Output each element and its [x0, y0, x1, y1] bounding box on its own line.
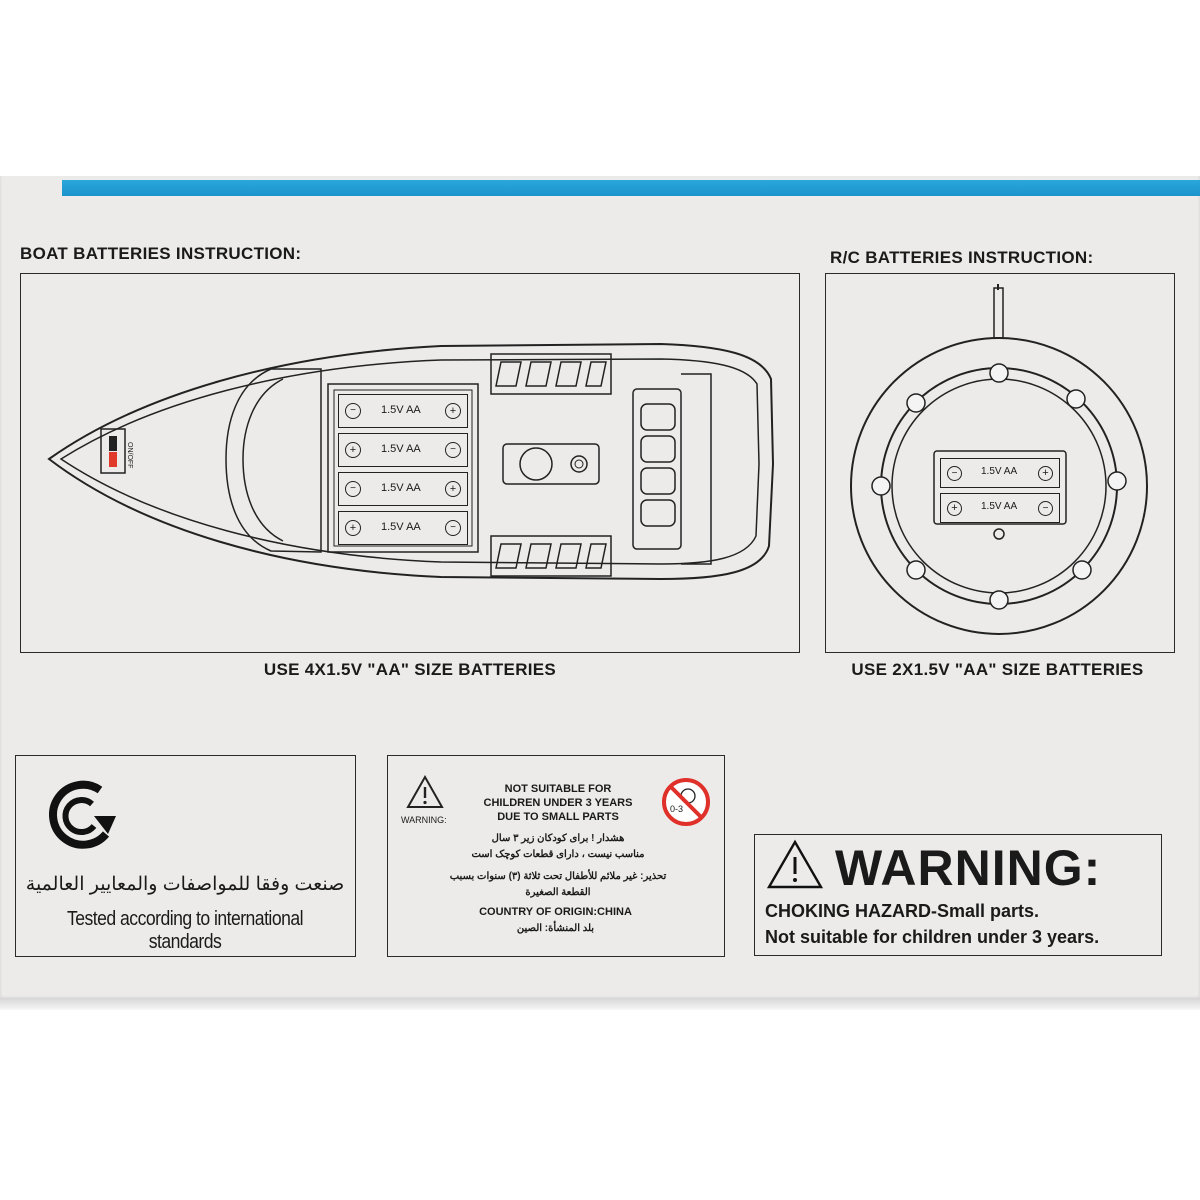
motor-block — [502, 443, 600, 485]
country-of-origin-arabic: بلد المنشأة: الصين — [516, 923, 595, 934]
standards-arabic-text: صنعت وفقا للمواصفات والمعايير العالمية — [25, 874, 345, 895]
warning-label: WARNING: — [401, 815, 447, 825]
battery-label: 1.5V AA — [381, 443, 421, 455]
rc-diagram-frame: − 1.5V AA + + 1.5V AA − — [825, 273, 1175, 653]
boat-batteries-heading: BOAT BATTERIES INSTRUCTION: — [20, 244, 302, 263]
choking-warning-title: WARNING: — [835, 840, 1102, 896]
age-warning-line2: CHILDREN UNDER 3 YEARS — [483, 797, 633, 809]
ring-clips — [871, 363, 1127, 610]
rc-batteries-caption: USE 2X1.5V "AA" SIZE BATTERIES — [851, 660, 1144, 679]
boat-diagram-frame: ON/OFF − 1.5V AA + + 1.5V AA − − 1.5V AA… — [20, 273, 800, 653]
rc-battery-diagram — [850, 284, 1148, 635]
age-prohibition-icon — [662, 778, 710, 826]
blue-stripe — [62, 180, 1200, 196]
boat-battery-diagram — [47, 342, 775, 581]
panel-edge — [0, 998, 1200, 1010]
negative-terminal-icon: − — [947, 466, 962, 481]
stern-block — [632, 373, 712, 565]
rc-battery-2: + 1.5V AA − — [940, 493, 1060, 523]
age-warning-arabic: تحذير: غير ملائم للأطفال تحت ثلاثة (٣) س… — [408, 869, 708, 901]
negative-terminal-icon: − — [445, 520, 461, 536]
rc-batteries-heading: R/C BATTERIES INSTRUCTION: — [830, 248, 1094, 267]
positive-terminal-icon: + — [345, 442, 361, 458]
rc-battery-1: − 1.5V AA + — [940, 458, 1060, 488]
age-warning-persian: هشدار ! برای کودکان زیر ۳ سال مناسب نیست… — [408, 831, 708, 863]
warning-triangle-icon — [766, 839, 824, 889]
positive-terminal-icon: + — [345, 520, 361, 536]
choking-warning-line1: CHOKING HAZARD-Small parts. — [765, 901, 1040, 921]
negative-terminal-icon: − — [345, 481, 361, 497]
positive-terminal-icon: + — [947, 501, 962, 516]
persian-line1: هشدار ! برای کودکان زیر ۳ سال — [491, 833, 625, 844]
boat-battery-1: − 1.5V AA + — [338, 394, 468, 428]
persian-line2: مناسب نیست ، دارای قطعات کوچک است — [471, 849, 645, 860]
negative-terminal-icon: − — [1038, 501, 1053, 516]
battery-label: 1.5V AA — [381, 482, 421, 494]
positive-terminal-icon: + — [1038, 466, 1053, 481]
age-warning-line1: NOT SUITABLE FOR — [504, 783, 612, 795]
certification-logo — [49, 780, 116, 849]
battery-label: 1.5V AA — [381, 404, 421, 416]
negative-terminal-icon: − — [445, 442, 461, 458]
battery-label: 1.5V AA — [981, 466, 1018, 477]
standards-english-text: Tested according to international standa… — [66, 908, 304, 953]
country-of-origin: COUNTRY OF ORIGIN:CHINA — [479, 906, 632, 918]
boat-battery-4: + 1.5V AA − — [338, 511, 468, 545]
age-warning-line3: DUE TO SMALL PARTS — [497, 811, 619, 823]
age-badge: 0-3 — [670, 804, 684, 814]
top-vents — [490, 353, 612, 395]
arabic-line1: تحذير: غير ملائم للأطفال تحت ثلاثة (٣) س… — [449, 871, 667, 882]
warning-triangle-icon — [406, 774, 444, 808]
cockpit-outline — [225, 368, 322, 553]
bottom-vents — [490, 535, 612, 577]
switch-label: ON/OFF — [126, 442, 133, 469]
boat-batteries-caption: USE 4X1.5V "AA" SIZE BATTERIES — [263, 660, 557, 679]
positive-terminal-icon: + — [445, 481, 461, 497]
standards-box: صنعت وفقا للمواصفات والمعايير العالمية T… — [15, 755, 356, 957]
power-switch-red — [109, 452, 117, 467]
choking-warning-box: WARNING: CHOKING HAZARD-Small parts. Not… — [754, 834, 1162, 956]
negative-terminal-icon: − — [345, 403, 361, 419]
boat-hull-outline — [47, 342, 775, 581]
antenna — [993, 287, 1004, 339]
battery-compartment — [327, 383, 479, 553]
positive-terminal-icon: + — [445, 403, 461, 419]
choking-warning-line2: Not suitable for children under 3 years. — [765, 927, 1100, 947]
age-warning-english: NOT SUITABLE FOR CHILDREN UNDER 3 YEARS … — [458, 782, 658, 824]
packaging-panel — [0, 176, 1200, 1000]
age-warning-box: WARNING: NOT SUITABLE FOR CHILDREN UNDER… — [387, 755, 725, 957]
battery-label: 1.5V AA — [381, 521, 421, 533]
boat-battery-3: − 1.5V AA + — [338, 472, 468, 506]
remote-outer-ring — [850, 337, 1148, 635]
boat-battery-2: + 1.5V AA − — [338, 433, 468, 467]
rc-battery-compartment — [933, 450, 1067, 525]
power-switch-housing — [100, 428, 126, 474]
arabic-line2: القطعة الصغيرة — [525, 887, 591, 898]
battery-label: 1.5V AA — [981, 501, 1018, 512]
